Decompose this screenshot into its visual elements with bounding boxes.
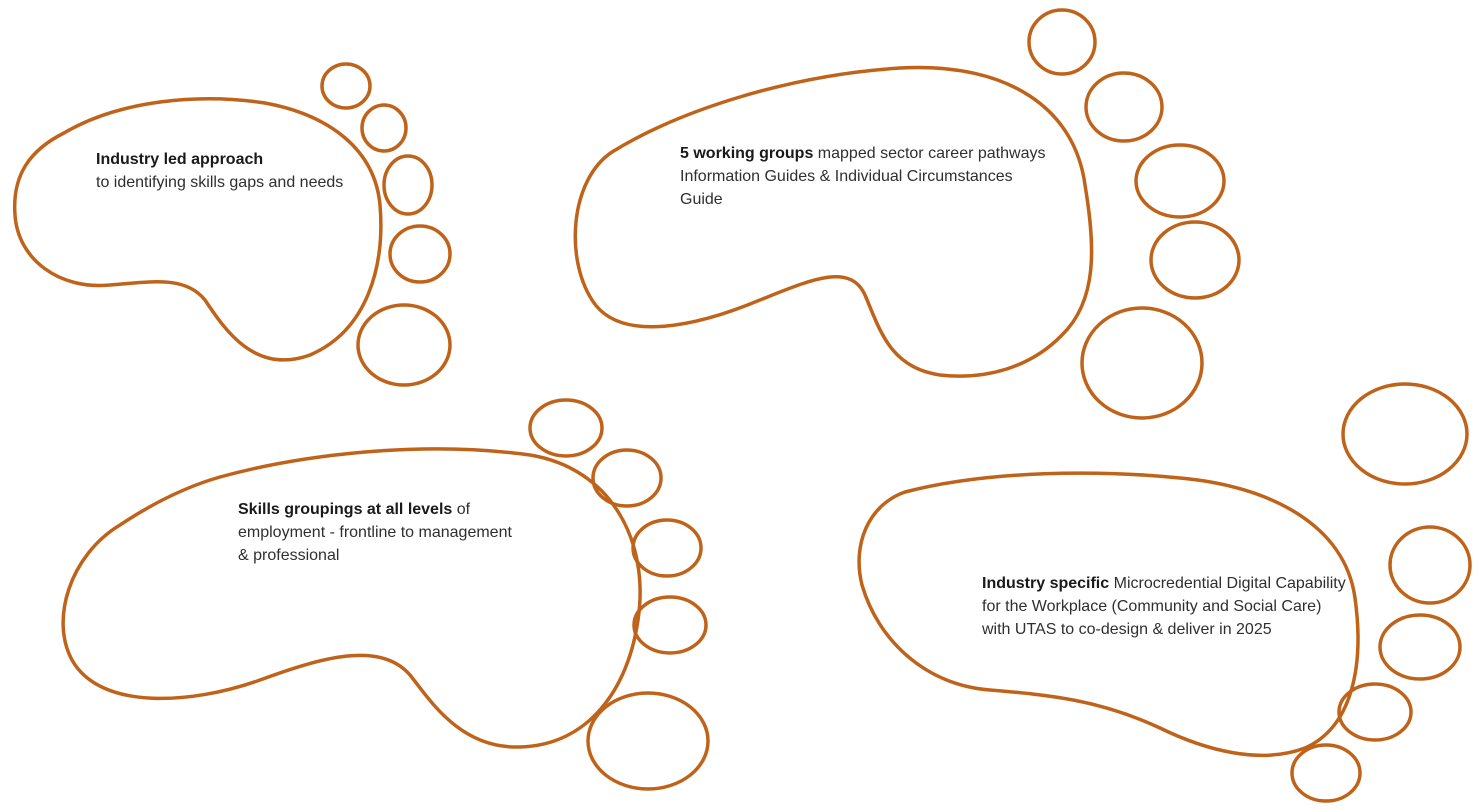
footprint-3 [61,398,710,791]
footprint-4-toe-1 [1341,382,1469,486]
footprint-2-toe-3 [1134,143,1226,219]
footprint-2-toe-4 [1149,220,1241,300]
footprint-4-toe-5 [1290,743,1362,803]
footprint-2-text: 5 working groups mapped sector career pa… [680,142,1050,211]
footprint-3-toe-5 [586,691,710,791]
footprint-1 [12,62,452,387]
footprint-1-heading: Industry led approach [96,151,264,168]
footprint-4-text: Industry specific Microcredential Digita… [982,572,1352,641]
footprint-2-toe-2 [1084,71,1164,143]
footprint-3-toe-1 [528,398,604,458]
footprint-4-sole [857,471,1360,758]
footprint-3-sole [61,447,642,749]
footprint-3-toe-3 [631,518,703,578]
footprint-4-toe-4 [1337,682,1413,742]
footprint-1-toe-1 [320,62,372,110]
footprint-1-toe-5 [356,303,452,387]
footprint-4-toe-2 [1388,525,1472,605]
footprint-3-heading: Skills groupings at all levels [238,501,453,518]
footprint-2-sole [573,65,1094,378]
footprint-3-toe-4 [632,595,708,655]
footprint-1-sole [12,97,383,362]
footprint-3-toe-2 [591,448,663,508]
footprint-4-heading: Industry specific [982,575,1110,592]
footprint-1-text: Industry led approach to identifying ski… [96,148,366,194]
footprint-3-text: Skills groupings at all levels of employ… [238,498,518,567]
footprint-3-body: of employment - frontline to management … [238,501,512,564]
footprint-1-toe-3 [382,154,434,216]
footprint-2-body: mapped sector career pathways Informatio… [680,145,1046,208]
footprint-1-toe-4 [388,224,452,284]
footprint-1-toe-2 [360,103,408,153]
footprint-4-toe-3 [1378,613,1462,681]
footprint-4 [857,382,1472,803]
footprint-2-toe-5 [1080,306,1204,420]
footprint-2-heading: 5 working groups [680,145,814,162]
footprint-4-body: Microcredential Digital Capability for t… [982,575,1346,638]
footprint-2-toe-1 [1027,8,1097,76]
footprint-1-body: to identifying skills gaps and needs [96,174,344,191]
footprint-2 [573,8,1241,420]
